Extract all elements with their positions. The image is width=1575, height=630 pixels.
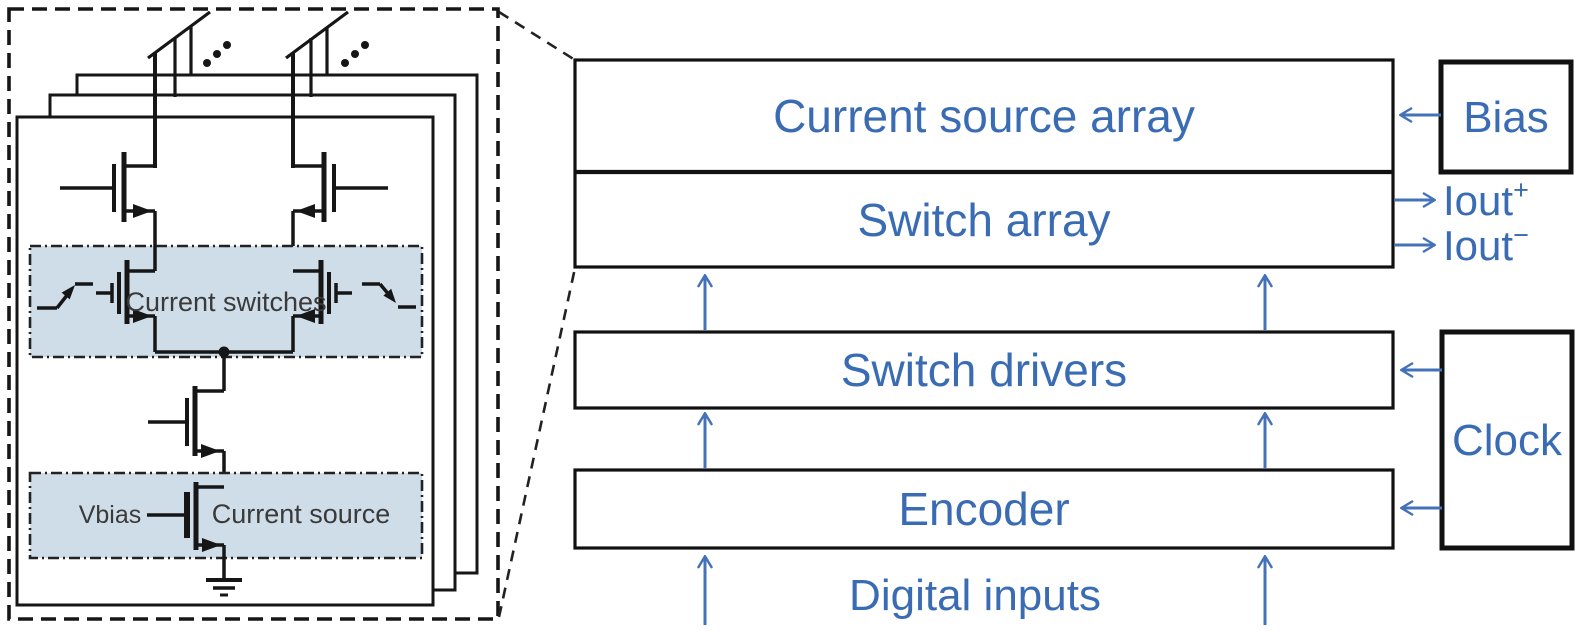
mosfet-symbol [291, 152, 388, 271]
bias-label: Bias [1463, 93, 1549, 142]
current-switches-label: Current switches [125, 287, 326, 317]
block-diagram: Current source array Switch array Switch… [573, 58, 1575, 625]
bus-slash-icon [285, 10, 349, 168]
signal-arrows [697, 107, 1442, 625]
current-switches-box [28, 244, 424, 359]
current-source-box [28, 471, 424, 560]
zoomed-cell-schematic: Current switches Vbias Current sou [7, 7, 500, 621]
iout-plus-label: Iout+ [1443, 175, 1529, 224]
switch-array-label: Switch array [857, 194, 1110, 246]
rising-signal-arrow-icon [37, 282, 93, 310]
digital-inputs-label: Digital inputs [849, 571, 1101, 620]
mosfet-symbol [148, 386, 226, 488]
zoom-link-lines [497, 10, 577, 618]
array-block [573, 58, 1395, 269]
clock-label: Clock [1452, 416, 1563, 465]
ground-icon [206, 578, 242, 597]
current-source-array-label: Current source array [773, 90, 1195, 142]
ellipsis-dots-icon [203, 41, 231, 67]
iout-minus-label: Iout− [1443, 220, 1529, 269]
ellipsis-dots-icon [341, 41, 369, 67]
clock-block [1439, 329, 1575, 551]
falling-signal-arrow-icon [362, 282, 416, 309]
mosfet-symbol [147, 482, 226, 580]
switch-drivers-label: Switch drivers [841, 344, 1127, 396]
encoder-label: Encoder [898, 483, 1069, 535]
vbias-label: Vbias [79, 501, 142, 529]
mosfet-symbol [96, 246, 224, 354]
encoder-block [573, 468, 1395, 550]
mosfet-symbol [224, 260, 352, 354]
zoom-region-dashed-box [7, 7, 500, 621]
bias-block [1438, 59, 1574, 175]
switch-drivers-block [573, 330, 1395, 410]
bus-slash-icon [147, 10, 211, 168]
mosfet-symbol [60, 152, 157, 271]
current-source-label: Current source [212, 499, 391, 529]
